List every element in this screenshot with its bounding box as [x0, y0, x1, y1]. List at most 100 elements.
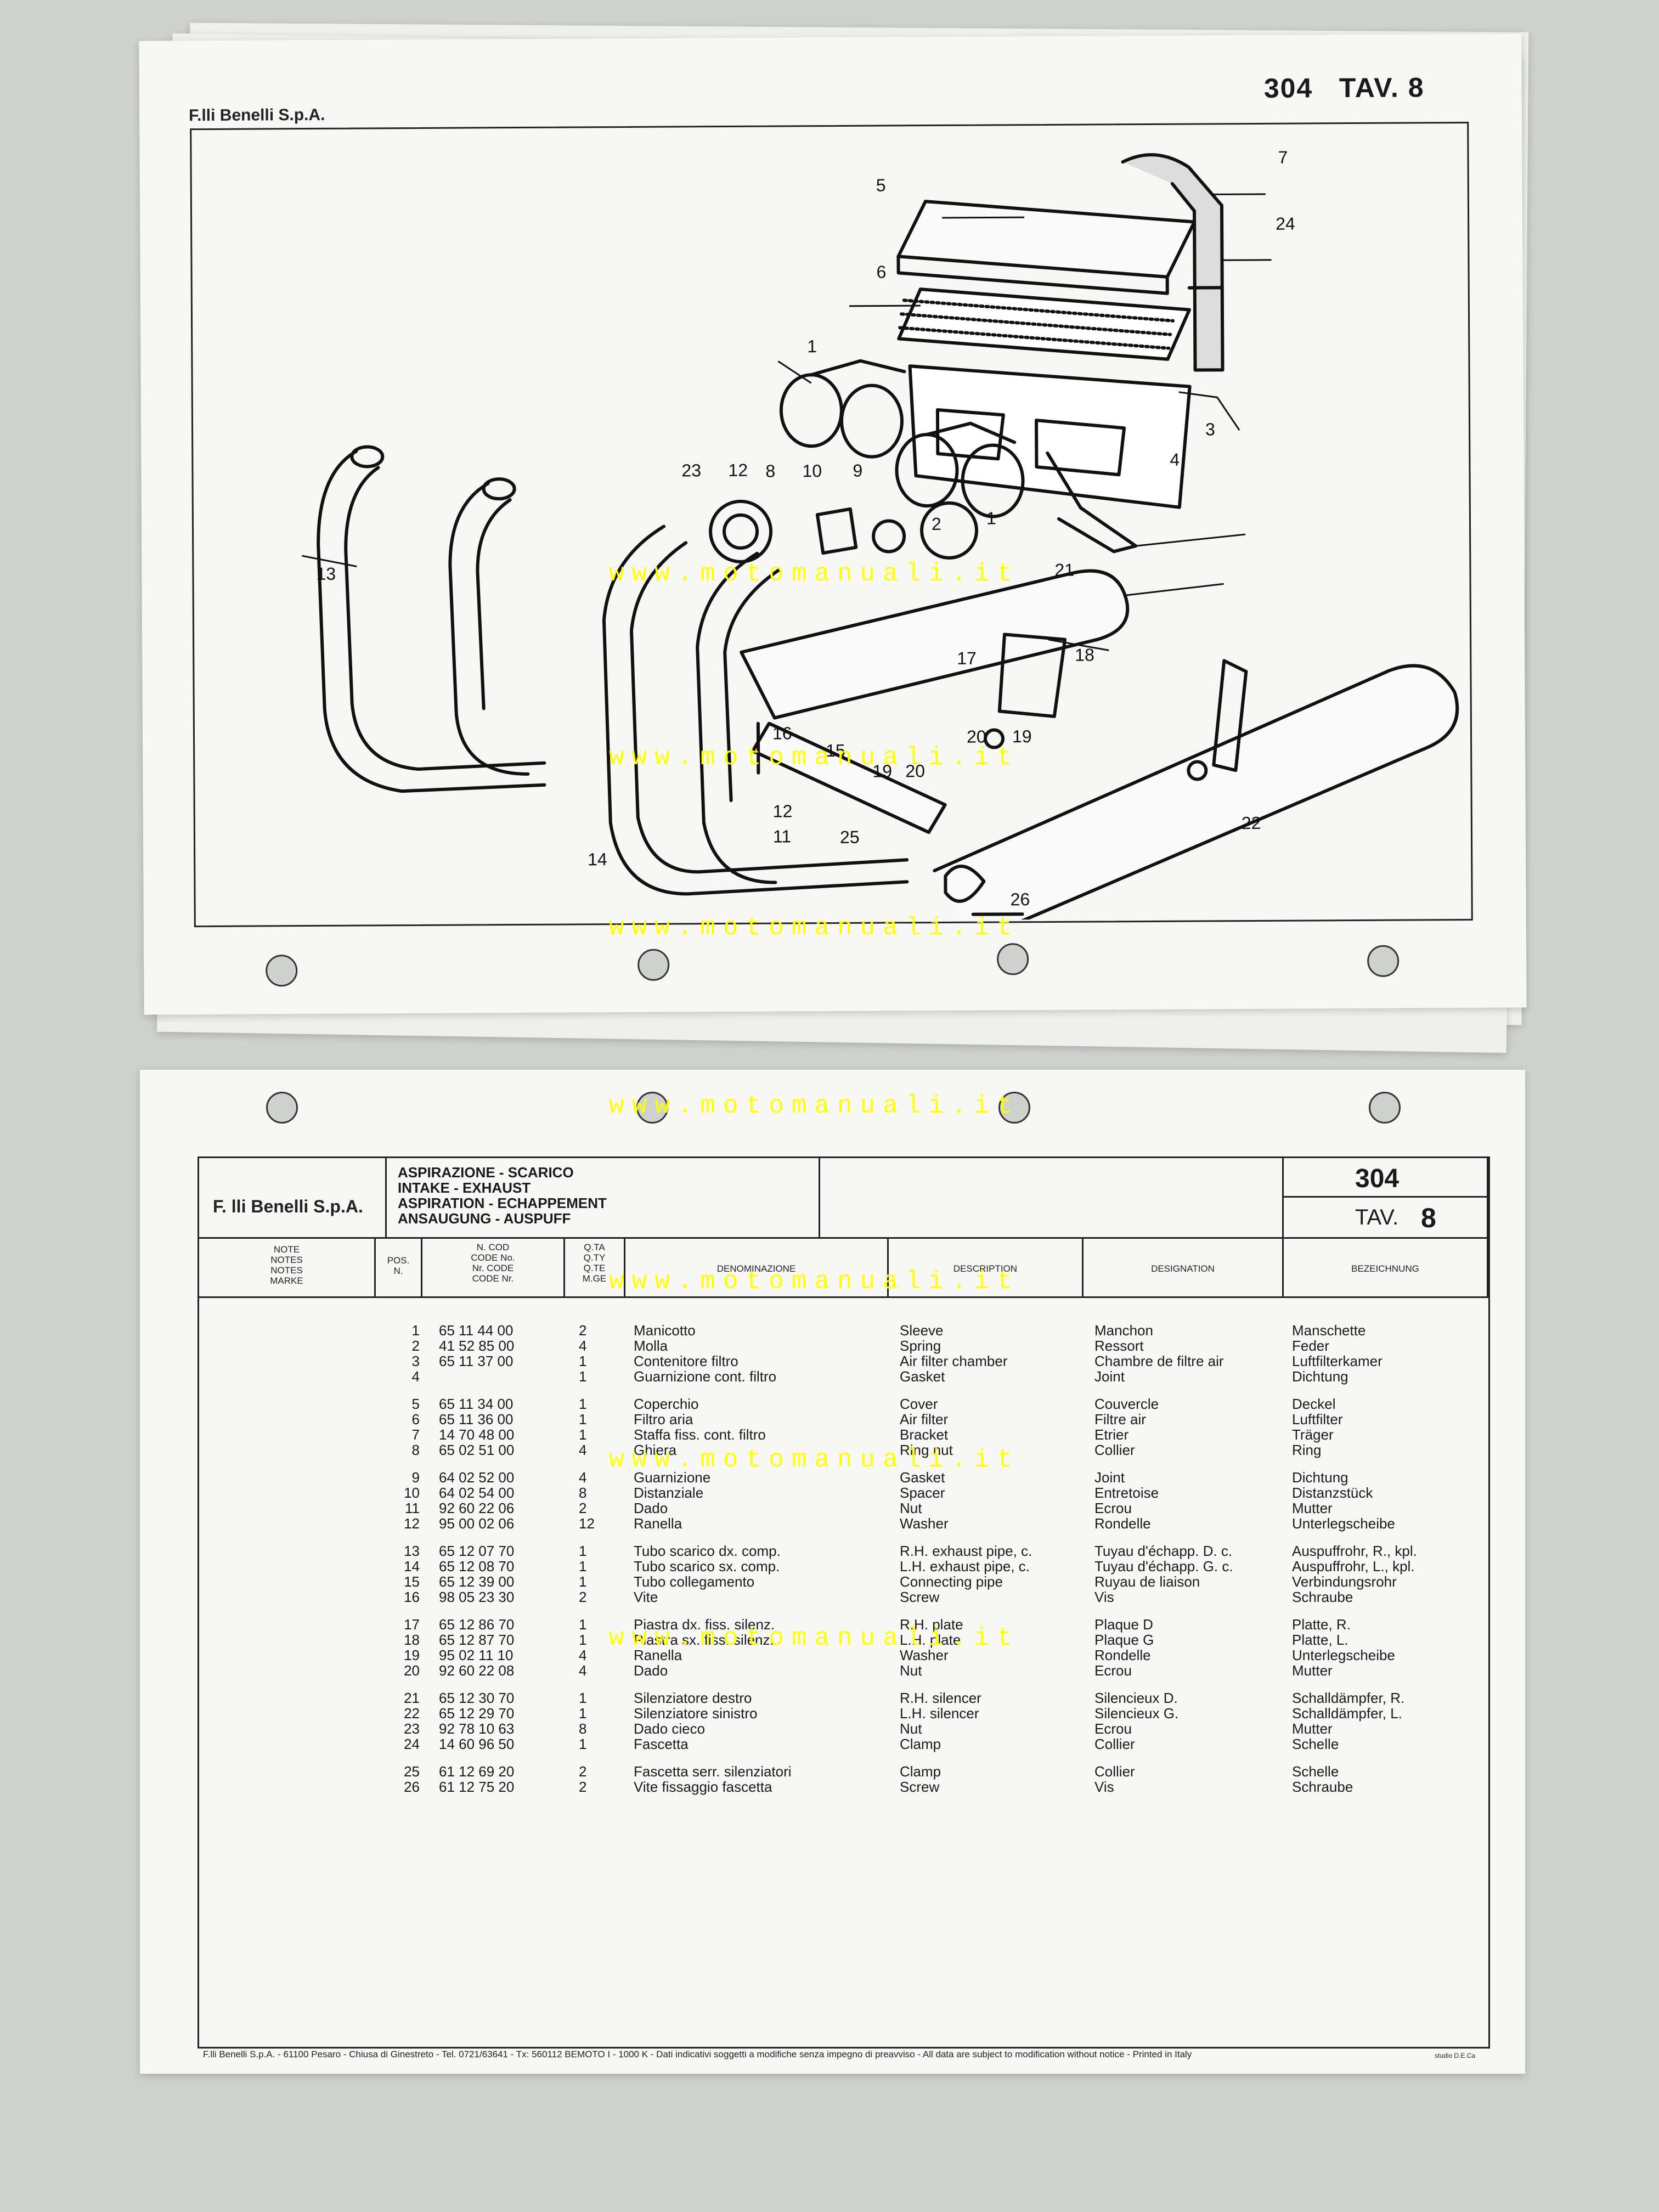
cell-en: Screw	[900, 1779, 940, 1795]
cell-code: 65 11 44 00	[439, 1322, 514, 1339]
cell-fr: Rondelle	[1094, 1515, 1151, 1532]
cell-code: 41 52 85 00	[439, 1338, 515, 1354]
binder-hole	[998, 1092, 1030, 1124]
cell-fr: Collier	[1094, 1736, 1135, 1752]
col-pos-line1: POS.	[387, 1255, 410, 1266]
cell-pos: 15	[404, 1573, 420, 1590]
cell-pos: 14	[404, 1558, 420, 1575]
cell-fr: Joint	[1094, 1368, 1125, 1385]
cell-pos: 11	[405, 1500, 420, 1516]
cell-fr: Vis	[1094, 1779, 1114, 1795]
company-name: F.lli Benelli S.p.A.	[188, 105, 325, 125]
cell-it: Ranella	[634, 1515, 682, 1532]
cell-pos: 24	[404, 1736, 420, 1752]
cell-code: 14 60 96 50	[439, 1736, 515, 1752]
exploded-diagram	[302, 153, 1459, 924]
col-notes-de: MARKE	[270, 1276, 303, 1286]
spacer	[815, 507, 858, 555]
cell-it: Guarnizione	[634, 1469, 711, 1486]
cell-code: 65 12 08 70	[439, 1558, 515, 1575]
callout: 11	[772, 826, 792, 847]
cell-qty: 1	[579, 1736, 587, 1752]
cell-en: R.H. silencer	[900, 1690, 981, 1706]
cell-qty: 12	[579, 1515, 595, 1532]
cell-en: Clamp	[900, 1736, 941, 1752]
cell-fr: Manchon	[1094, 1322, 1153, 1339]
cell-qty: 4	[579, 1338, 587, 1354]
cell-de: Unterlegscheibe	[1292, 1647, 1395, 1663]
title-it: ASPIRAZIONE - SCARICO	[398, 1164, 574, 1181]
cell-en: L.H. plate	[900, 1632, 961, 1648]
binder-hole	[997, 943, 1029, 975]
callout: 22	[1241, 812, 1261, 833]
cell-code: 14 70 48 00	[439, 1426, 515, 1443]
spring-clip	[920, 501, 979, 560]
header-blank-cell	[820, 1156, 1284, 1239]
cell-qty: 1	[579, 1396, 587, 1412]
col-bezeichnung: BEZEICHNUNG	[1284, 1239, 1488, 1298]
cell-it: Silenziatore sinistro	[634, 1705, 758, 1722]
nut	[1187, 760, 1208, 781]
cell-fr: Etrier	[1094, 1426, 1129, 1443]
nut	[984, 728, 1005, 749]
clamp	[944, 865, 986, 903]
cell-code: 65 12 86 70	[439, 1616, 515, 1633]
cell-pos: 12	[404, 1515, 420, 1532]
cell-fr: Ecrou	[1094, 1500, 1132, 1516]
cell-it: Dado cieco	[634, 1720, 706, 1737]
cell-en: Spring	[900, 1338, 941, 1354]
cell-en: Gasket	[900, 1368, 945, 1385]
cell-fr: Ruyau de liaison	[1094, 1573, 1200, 1590]
cell-it: Contenitore filtro	[634, 1353, 738, 1369]
cell-en: Connecting pipe	[900, 1573, 1003, 1590]
cell-qty: 1	[579, 1411, 587, 1427]
cell-it: Coperchio	[634, 1396, 699, 1412]
cell-pos: 23	[404, 1720, 420, 1737]
callout: 12	[728, 460, 748, 480]
callout: 25	[839, 827, 860, 847]
cell-it: Fascetta serr. silenziatori	[634, 1763, 792, 1780]
binder-hole	[637, 949, 670, 981]
cell-de: Auspuffrohr, R., kpl.	[1292, 1543, 1417, 1559]
cell-code: 65 11 37 00	[439, 1353, 514, 1369]
cell-fr: Filtre air	[1094, 1411, 1146, 1427]
title-en: INTAKE - EXHAUST	[398, 1180, 531, 1196]
callout: 8	[765, 461, 776, 481]
col-bezeichnung-label: BEZEICHNUNG	[1351, 1263, 1419, 1274]
cell-fr: Collier	[1094, 1442, 1135, 1458]
cell-pos: 25	[404, 1763, 420, 1780]
cell-de: Schraube	[1292, 1589, 1353, 1605]
cell-de: Deckel	[1292, 1396, 1336, 1412]
cell-de: Schelle	[1292, 1736, 1339, 1752]
cell-fr: Ecrou	[1094, 1720, 1132, 1737]
cell-de: Schraube	[1292, 1779, 1353, 1795]
cell-pos: 16	[404, 1589, 420, 1605]
cell-en: L.H. silencer	[900, 1705, 979, 1722]
header-title-cell: ASPIRAZIONE - SCARICO INTAKE - EXHAUST A…	[387, 1156, 820, 1239]
cell-code: 92 78 10 63	[439, 1720, 515, 1737]
exhaust-pipe-lh	[602, 524, 909, 896]
callout: 1	[986, 508, 996, 528]
col-pos: POS. N.	[376, 1239, 422, 1298]
cell-qty: 2	[579, 1779, 587, 1795]
cell-it: Molla	[634, 1338, 668, 1354]
cell-code: 92 60 22 06	[439, 1500, 515, 1516]
cell-it: Piastra sx. fiss. silenz.	[634, 1632, 774, 1648]
header-company-cell: F. lli Benelli S.p.A.	[198, 1156, 387, 1239]
cell-code: 65 11 36 00	[439, 1411, 514, 1427]
col-qty-de: M.GE	[582, 1273, 607, 1284]
cell-it: Tubo collegamento	[634, 1573, 755, 1590]
cell-de: Unterlegscheibe	[1292, 1515, 1395, 1532]
